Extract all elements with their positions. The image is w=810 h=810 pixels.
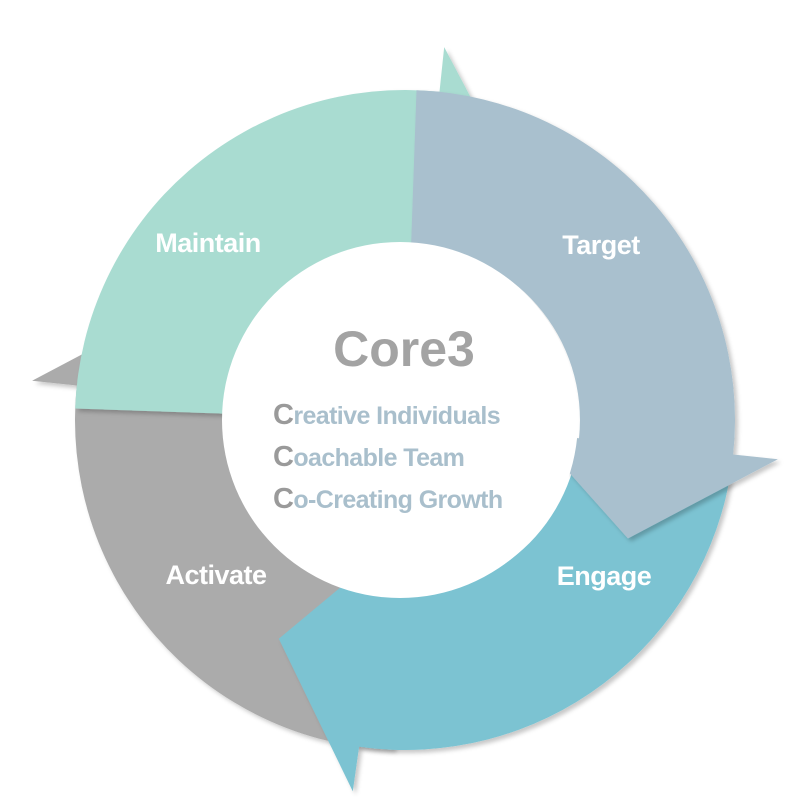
core-line-text: o-Creating Growth bbox=[293, 486, 502, 514]
core-title: Core3 bbox=[333, 321, 475, 377]
arrow-engage bbox=[278, 444, 732, 792]
center-hub bbox=[222, 242, 578, 598]
stage-label-engage: Engage bbox=[557, 561, 652, 591]
arrow-target bbox=[411, 90, 778, 539]
core-initial: C bbox=[273, 399, 294, 431]
arrow-maintain bbox=[75, 47, 524, 414]
stage-label-target: Target bbox=[562, 230, 640, 260]
core-line-text: reative Individuals bbox=[293, 402, 500, 430]
core-initial: C bbox=[273, 441, 294, 473]
stage-label-activate: Activate bbox=[165, 560, 267, 590]
core-line-cocreating: Co-Creating Growth bbox=[273, 483, 503, 515]
core-initial: C bbox=[273, 483, 294, 515]
stage-label-maintain: Maintain bbox=[155, 228, 261, 258]
core-line-coachable: Coachable Team bbox=[273, 441, 464, 473]
core-line-creative: Creative Individuals bbox=[273, 399, 500, 431]
core-line-text: oachable Team bbox=[293, 444, 464, 472]
